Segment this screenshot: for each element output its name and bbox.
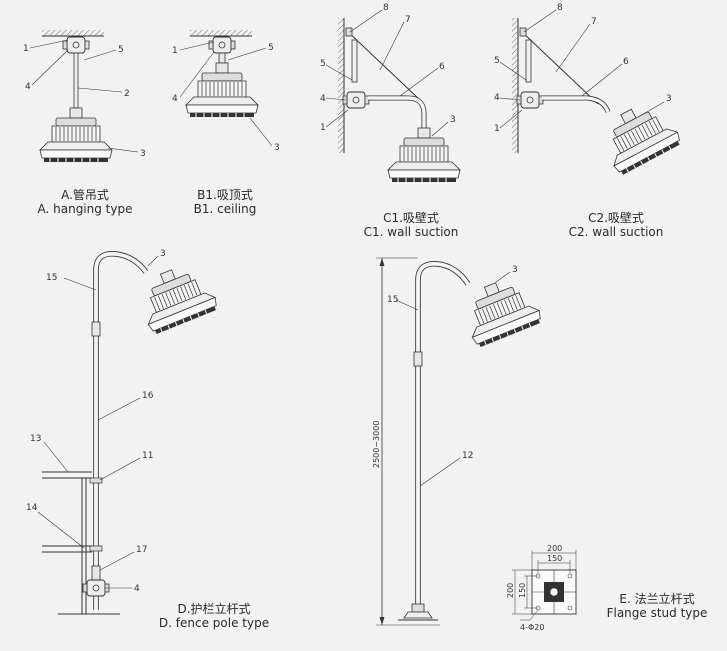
callout-8: 8 [557, 3, 563, 13]
callout-6: 6 [439, 62, 445, 72]
callout-5: 5 [494, 56, 500, 66]
callout-4: 4 [494, 93, 500, 103]
callout-1: 1 [494, 124, 500, 134]
callout-4: 4 [320, 94, 326, 104]
callout-2: 2 [124, 89, 130, 99]
caption-d-zh: D.护栏立杆式 [177, 602, 251, 616]
dim-150-top: 150 [547, 554, 562, 563]
callout-15: 15 [387, 295, 398, 305]
callout-16: 16 [142, 391, 154, 401]
callout-13: 13 [30, 434, 41, 444]
ceiling-hatch [190, 30, 252, 36]
pole-height-label: 2500~3000 [372, 421, 381, 468]
caption-d: D.护栏立杆式 D. fence pole type [159, 602, 269, 630]
figure-a-hanging-type: 1 4 5 2 3 [23, 30, 146, 163]
caption-b1-zh: B1.吸顶式 [197, 188, 253, 202]
caption-e-zh: E. 法兰立杆式 [619, 592, 695, 606]
caption-d-en: D. fence pole type [158, 616, 270, 630]
caption-b1: B1.吸顶式 B1. ceiling [194, 188, 257, 216]
lamp-head [185, 62, 259, 118]
callout-3: 3 [666, 94, 672, 104]
junction-box [342, 91, 370, 109]
callout-3: 3 [512, 265, 518, 275]
figure-flange-pole: 2500~3000 15 3 12 [372, 257, 545, 626]
support-rod [345, 29, 421, 101]
callout-3: 3 [274, 143, 280, 153]
callout-5: 5 [268, 43, 274, 53]
caption-a-zh: A.管吊式 [61, 188, 109, 202]
callout-7: 7 [405, 15, 411, 25]
callout-8: 8 [383, 3, 389, 13]
callout-4: 4 [134, 584, 140, 594]
figure-c1-wall-suction: 8 7 6 5 4 1 3 [320, 3, 461, 183]
figure-c2-wall-suction: 8 7 6 5 4 1 3 [494, 3, 684, 178]
callout-3: 3 [450, 115, 456, 125]
wall-hatch [512, 18, 518, 153]
caption-e-en: Flange stud type [606, 606, 708, 620]
callout-1: 1 [172, 46, 178, 56]
callout-4: 4 [25, 82, 31, 92]
callout-5: 5 [320, 59, 326, 69]
dim-holes: 4-Φ20 [520, 623, 544, 632]
lamp-head [387, 127, 461, 183]
callout-6: 6 [623, 57, 629, 67]
callout-1: 1 [23, 44, 29, 54]
caption-c1-en: C1. wall suction [363, 225, 459, 239]
callout-12: 12 [462, 451, 473, 461]
caption-e: E. 法兰立杆式 Flange stud type [607, 592, 708, 620]
dim-150-side: 150 [518, 583, 527, 598]
caption-c2-zh: C2.吸壁式 [588, 211, 644, 225]
callout-3: 3 [140, 149, 146, 159]
caption-c2: C2.吸壁式 C2. wall suction [569, 211, 664, 239]
caption-c1: C1.吸壁式 C1. wall suction [364, 211, 459, 239]
callout-4: 4 [172, 94, 178, 104]
callout-5: 5 [118, 45, 124, 55]
wall-hatch [338, 18, 344, 153]
callout-17: 17 [136, 545, 147, 555]
callout-3: 3 [160, 249, 166, 259]
caption-c1-zh: C1.吸壁式 [383, 211, 439, 225]
junction-box [208, 36, 236, 54]
caption-a-en: A. hanging type [37, 202, 133, 216]
dim-200-top: 200 [547, 544, 562, 553]
lamp-head-tilted [456, 271, 545, 350]
figure-b1-ceiling: 1 4 5 3 [172, 30, 280, 153]
caption-b1-en: B1. ceiling [193, 202, 257, 216]
junction-box [62, 36, 90, 54]
ceiling-hatch [42, 30, 104, 36]
callout-15: 15 [46, 273, 57, 283]
caption-a: A.管吊式 A. hanging type [38, 188, 133, 216]
callout-7: 7 [591, 17, 597, 27]
callout-14: 14 [26, 503, 38, 513]
junction-box [516, 91, 544, 109]
support-rod [519, 29, 599, 105]
callout-11: 11 [142, 451, 153, 461]
dim-200-side: 200 [506, 583, 515, 598]
hanging-pipe [73, 52, 79, 109]
figure-d-fence-pole: 15 3 16 13 11 14 17 4 [26, 249, 221, 615]
flange-plate-detail: 200 150 200 150 4-Φ20 [506, 544, 577, 632]
caption-c2-en: C2. wall suction [568, 225, 664, 239]
lamp-head [39, 107, 113, 163]
callout-1: 1 [320, 123, 326, 133]
